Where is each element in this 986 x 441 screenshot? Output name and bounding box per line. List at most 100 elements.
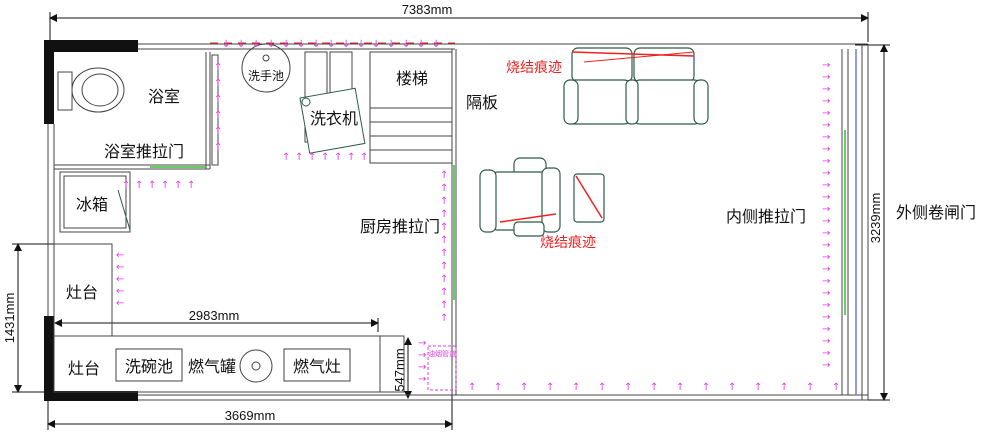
airflow-arrow: →	[822, 72, 830, 83]
airflow-arrow: ↑	[780, 382, 788, 393]
airflow-arrow: ↓	[267, 39, 275, 50]
airflow-arrow: ↑	[148, 180, 156, 191]
burn-mark-1-label: 烧结痕迹	[506, 60, 562, 76]
pipe-box	[427, 345, 457, 391]
airflow-arrow: ↑	[494, 382, 502, 393]
airflow-arrow: ↑	[546, 382, 554, 393]
airflow-arrow: ↑	[832, 382, 840, 393]
airflow-arrow: →	[418, 350, 426, 361]
airflow-arrow: ↑	[214, 142, 222, 153]
airflow-arrow: →	[822, 84, 830, 95]
inner-door-label: 内侧推拉门	[726, 207, 806, 226]
airflow-arrows: ↓↓↓↓↓↓↓↓↓↓↓↓↓↓↓↑↑↑↑↑↑↑↑↑↑↑↑↑↑↑↑↑↑↑↑↑↑↑↑↑…	[116, 39, 840, 393]
washer-icon	[299, 87, 366, 154]
washer-label: 洗衣机	[310, 109, 358, 128]
stove-lower-label: 灶台	[68, 359, 100, 378]
bathroom	[54, 52, 219, 170]
airflow-arrow: →	[822, 252, 830, 263]
sink-label: 洗手池	[248, 69, 284, 83]
airflow-arrow: →	[822, 216, 830, 227]
burn-line-2	[499, 213, 557, 223]
pipe-label: 油烟管道	[428, 349, 456, 358]
airflow-arrow: ↓	[222, 39, 230, 50]
airflow-arrow: ↓	[372, 39, 380, 50]
dish-sink-label: 洗碗池	[125, 357, 173, 376]
burn-line-1b	[583, 51, 695, 63]
dim-kitchen-width: 2983mm	[189, 308, 240, 323]
stairs-label: 楼梯	[396, 69, 428, 88]
dish-sink-box	[115, 348, 183, 382]
airflow-arrow: ↑	[347, 152, 355, 163]
airflow-arrow: →	[822, 168, 830, 179]
airflow-arrow: →	[822, 300, 830, 311]
airflow-arrow: ↑	[214, 110, 222, 121]
sofa-top	[563, 47, 709, 125]
airflow-arrow: →	[822, 192, 830, 203]
airflow-arrow: ↑	[440, 170, 448, 181]
airflow-arrow: ↓	[432, 39, 440, 50]
airflow-arrow: ↑	[468, 382, 476, 393]
airflow-arrow: ↑	[754, 382, 762, 393]
airflow-arrow: →	[822, 156, 830, 167]
airflow-arrow: ←	[116, 250, 124, 261]
airflow-arrow: ↓	[327, 39, 335, 50]
airflow-arrow: →	[822, 180, 830, 191]
airflow-arrow: ↑	[440, 222, 448, 233]
dim-top-total: 7383mm	[402, 2, 453, 17]
airflow-arrow: →	[822, 288, 830, 299]
airflow-arrow: ←	[116, 298, 124, 309]
airflow-arrow: ↑	[624, 382, 632, 393]
airflow-arrow: ↑	[174, 180, 182, 191]
airflow-arrow: →	[418, 362, 426, 373]
airflow-arrow: ↑	[214, 78, 222, 89]
airflow-arrow: ↑	[321, 152, 329, 163]
bathroom-door-label: 浴室推拉门	[104, 142, 184, 161]
outer-door-label: 外侧卷闸门	[896, 203, 976, 222]
airflow-arrow: ↑	[161, 180, 169, 191]
gas-stove-label: 燃气灶	[293, 357, 341, 376]
gas-tank-icon	[239, 349, 273, 383]
fridge-label: 冰箱	[76, 195, 108, 214]
partition-label: 隔板	[466, 93, 498, 112]
airflow-arrow: ↑	[334, 152, 342, 163]
walls	[44, 40, 138, 401]
burn-mark-2-label: 烧结痕迹	[540, 235, 596, 251]
airflow-arrow: →	[822, 336, 830, 347]
stairs	[369, 51, 453, 164]
airflow-arrow: →	[822, 120, 830, 131]
airflow-arrow: →	[418, 374, 426, 385]
airflow-arrow: ↑	[282, 152, 290, 163]
airflow-arrow: ↑	[598, 382, 606, 393]
airflow-arrow: ↓	[417, 39, 425, 50]
airflow-arrow: →	[822, 324, 830, 335]
dim-bottom-width: 3669mm	[225, 408, 276, 423]
airflow-arrow: ↑	[440, 300, 448, 311]
airflow-arrow: ↓	[357, 39, 365, 50]
airflow-arrow: →	[822, 60, 830, 71]
airflow-arrow: ↓	[402, 39, 410, 50]
airflow-arrow: ↑	[440, 183, 448, 194]
airflow-arrow: ↓	[387, 39, 395, 50]
airflow-arrow: →	[822, 228, 830, 239]
airflow-arrow: ↑	[440, 248, 448, 259]
airflow-arrow: ↑	[440, 235, 448, 246]
airflow-arrow: ↓	[342, 39, 350, 50]
airflow-arrow: →	[822, 108, 830, 119]
airflow-arrow: ↑	[702, 382, 710, 393]
fridge-icon	[59, 171, 131, 233]
airflow-arrow: ↓	[252, 39, 260, 50]
airflow-arrow: ↑	[440, 209, 448, 220]
dim-right-height: 3239mm	[868, 193, 883, 244]
burn-line-1a	[571, 51, 695, 57]
sink-icon	[241, 43, 291, 93]
airflow-arrow: →	[418, 338, 426, 349]
airflow-arrow: ↑	[650, 382, 658, 393]
airflow-arrow: ↑	[440, 287, 448, 298]
airflow-arrow: →	[822, 204, 830, 215]
dim-small-height: 547mm	[392, 348, 407, 391]
airflow-arrow: ↑	[806, 382, 814, 393]
gas-tank-label: 燃气罐	[188, 357, 236, 376]
airflow-arrow: →	[822, 312, 830, 323]
airflow-arrow: →	[822, 276, 830, 287]
airflow-arrow: ↑	[360, 152, 368, 163]
